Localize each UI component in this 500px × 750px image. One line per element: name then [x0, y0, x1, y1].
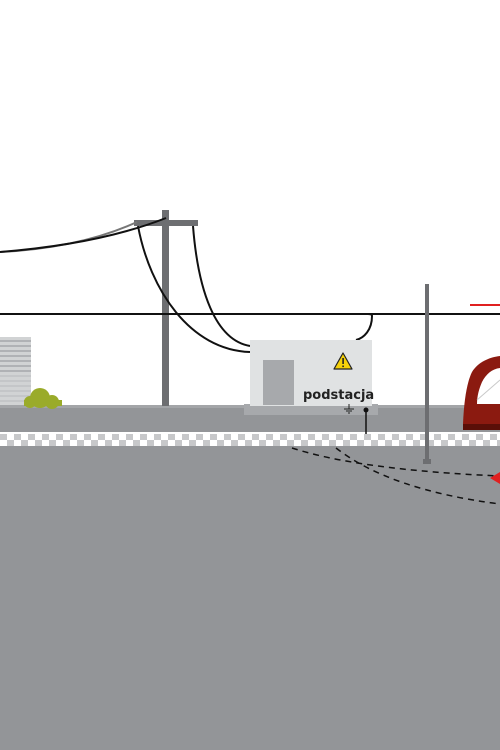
track-tile: [490, 434, 497, 440]
track-tile: [350, 434, 357, 440]
track-tile: [0, 434, 7, 440]
tram-track: [0, 432, 500, 446]
substation-label: podstacja: [303, 388, 374, 403]
track-tile: [462, 434, 469, 440]
track-tile: [210, 434, 217, 440]
track-tile: [427, 440, 434, 446]
track-tile: [21, 440, 28, 446]
overhead-power-lines: [0, 217, 167, 253]
track-tile: [196, 434, 203, 440]
track-tile: [168, 434, 175, 440]
track-tile: [28, 434, 35, 440]
track-tile: [378, 434, 385, 440]
track-tile: [420, 434, 427, 440]
track-tile: [301, 440, 308, 446]
track-tile: [140, 434, 147, 440]
track-tile: [434, 434, 441, 440]
track-tile: [497, 440, 500, 446]
track-tile: [182, 434, 189, 440]
track-tile: [70, 434, 77, 440]
track-tile: [315, 440, 322, 446]
track-tile: [357, 440, 364, 446]
track-tile: [84, 434, 91, 440]
track-tile: [343, 440, 350, 446]
track-tile: [231, 440, 238, 446]
track-tile: [91, 440, 98, 446]
track-tile: [252, 434, 259, 440]
catenary-pole: [423, 284, 431, 464]
utility-pole: [134, 210, 198, 406]
track-tile: [7, 440, 14, 446]
track-tile: [126, 434, 133, 440]
track-tile: [455, 440, 462, 446]
warning-triangle-icon: [333, 352, 353, 370]
track-tile: [406, 434, 413, 440]
track-tile: [287, 440, 294, 446]
track-tile: [273, 440, 280, 446]
track-tile: [483, 440, 490, 446]
track-tile: [441, 440, 448, 446]
track-tile: [35, 440, 42, 446]
track-tile: [42, 434, 49, 440]
substation: podstacja: [244, 340, 378, 415]
track-tile: [119, 440, 126, 446]
track-tile: [133, 440, 140, 446]
track-tile: [448, 434, 455, 440]
bush: [24, 388, 62, 409]
track-tile: [364, 434, 371, 440]
track-tile: [217, 440, 224, 446]
current-direction-arrow: [490, 472, 500, 484]
track-tile: [147, 440, 154, 446]
track-tile: [175, 440, 182, 446]
street-surface: [0, 405, 500, 750]
track-tile: [392, 434, 399, 440]
building: [0, 337, 31, 405]
track-tile: [77, 440, 84, 446]
track-tile: [469, 440, 476, 446]
track-tile: [371, 440, 378, 446]
track-tile: [56, 434, 63, 440]
track-tile: [329, 440, 336, 446]
track-tile: [385, 440, 392, 446]
track-tile: [259, 440, 266, 446]
tram: [463, 356, 500, 430]
track-tile: [322, 434, 329, 440]
track-tile: [413, 440, 420, 446]
track-tile: [105, 440, 112, 446]
track-tile: [189, 440, 196, 446]
track-tile: [49, 440, 56, 446]
feeder-cable: [355, 313, 374, 341]
track-tile: [98, 434, 105, 440]
track-tile: [154, 434, 161, 440]
ground-connection: [363, 407, 369, 434]
track-tile: [476, 434, 483, 440]
track-tile: [203, 440, 210, 446]
track-tile: [224, 434, 231, 440]
track-tile: [266, 434, 273, 440]
track-tile: [280, 434, 287, 440]
track-tile: [245, 440, 252, 446]
track-tile: [161, 440, 168, 446]
ground-symbol-icon: [344, 404, 354, 414]
track-tile: [63, 440, 70, 446]
track-tile: [336, 434, 343, 440]
track-tile: [112, 434, 119, 440]
track-tile: [14, 434, 21, 440]
track-tile: [294, 434, 301, 440]
supply-cables: [137, 225, 251, 353]
substation-door: [263, 360, 294, 405]
track-tile: [308, 434, 315, 440]
stray-current-paths: [291, 447, 500, 505]
track-tile: [238, 434, 245, 440]
track-tile: [399, 440, 406, 446]
